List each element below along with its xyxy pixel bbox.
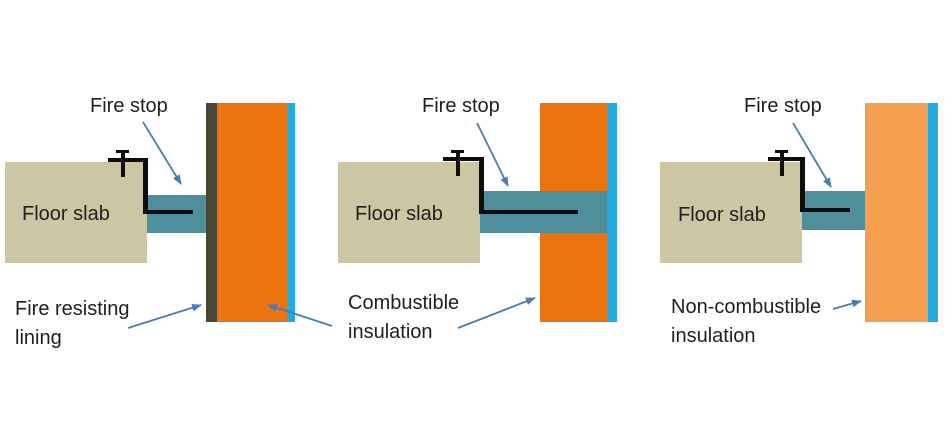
caption-non-combustible-insulation: Non-combustible insulation [671, 293, 821, 351]
cladding-strip [287, 103, 295, 322]
floor-slab-label: Floor slab [678, 204, 766, 226]
non-combustible-insulation-arrow [832, 299, 862, 310]
combustible-insulation-wall [217, 103, 287, 322]
caption-line-2: insulation [671, 325, 756, 347]
fire-stop-label: Fire stop [422, 95, 500, 117]
caption-fire-resisting-lining: Fire resisting lining [15, 295, 129, 353]
combustible-insulation-wall-upper [540, 103, 607, 191]
combustible-insulation-arrow-right [457, 297, 536, 329]
caption-line-1: Combustible [348, 292, 460, 314]
fire-resisting-lining-strip [206, 103, 217, 322]
fire-stop-label: Fire stop [744, 95, 822, 117]
cladding-strip [607, 103, 617, 322]
fixing-bracket-vertical [479, 157, 484, 214]
fire-stop-arrow-panel1 [142, 121, 182, 185]
caption-combustible-insulation: Combustible insulation [348, 289, 459, 347]
caption-line-1: Non-combustible [671, 296, 822, 318]
floor-slab [338, 162, 480, 263]
fixing-bracket-top [768, 157, 805, 161]
floor-slab [660, 162, 802, 263]
anchor-bolt-icon [780, 150, 784, 176]
fire-stop-label: Fire stop [90, 95, 168, 117]
caption-line-1: Fire resisting [15, 298, 130, 320]
cladding-strip [928, 103, 938, 322]
fixing-bracket-top [443, 157, 483, 161]
anchor-bolt-icon [121, 150, 125, 177]
fixing-bracket-bottom [482, 210, 578, 214]
floor-slab-label: Floor slab [22, 203, 110, 225]
fixing-bracket-bottom [805, 208, 850, 212]
non-combustible-insulation-wall [865, 103, 928, 322]
caption-line-2: insulation [348, 321, 433, 343]
anchor-bolt-icon [456, 150, 460, 176]
caption-line-2: lining [15, 327, 62, 349]
fixing-bracket-top [108, 158, 147, 162]
fixing-bracket-vertical [143, 158, 148, 214]
fixing-bracket-vertical [800, 157, 805, 212]
fixing-bracket-bottom [147, 210, 193, 214]
fire-resisting-lining-arrow [127, 303, 202, 329]
floor-slab-label: Floor slab [355, 203, 443, 225]
combustible-insulation-wall-lower [540, 233, 607, 322]
fire-stop-seal [147, 195, 206, 233]
floor-slab [5, 162, 147, 263]
